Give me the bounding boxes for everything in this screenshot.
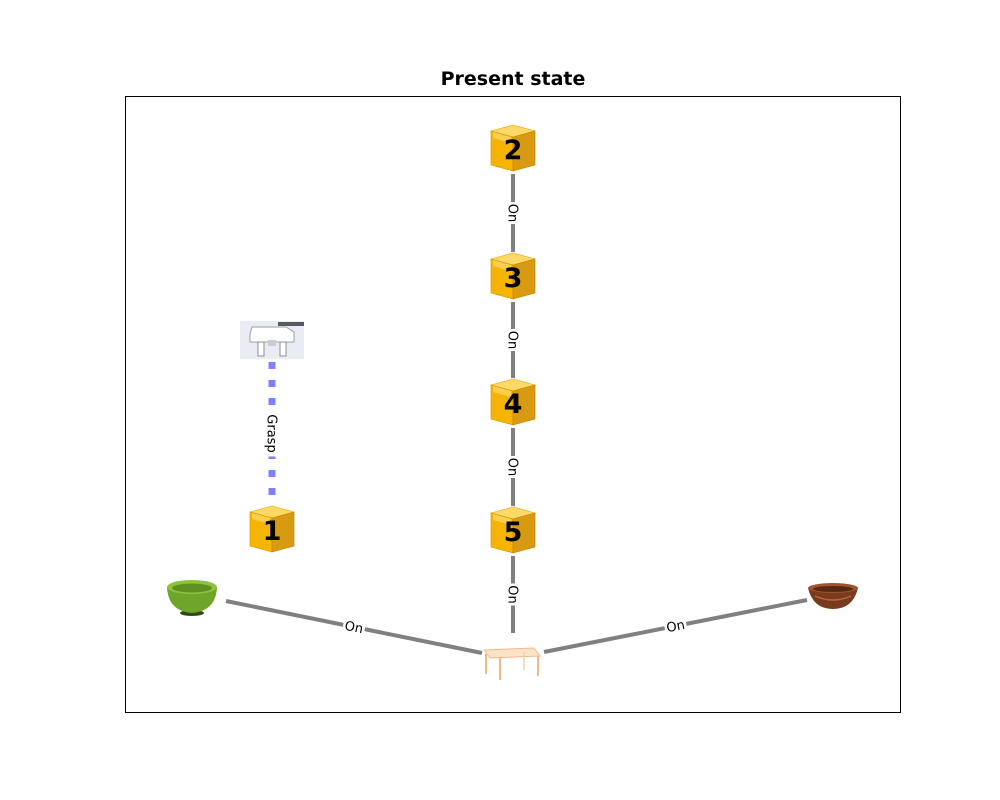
edge-label: On [343, 619, 364, 637]
plot-frame [125, 96, 901, 713]
cube-icon: 1 [248, 505, 296, 553]
edge-label: On [665, 618, 686, 636]
edge-label-bg [341, 616, 367, 638]
edge-label-group: On [663, 616, 688, 636]
diagram-title: Present state [440, 68, 586, 90]
gripper-icon [240, 321, 304, 359]
edge-cube-4-cube-5: On [505, 428, 521, 506]
wooden-bowl-node [808, 583, 858, 609]
edge-label: On [505, 204, 520, 222]
edge-label-bg [505, 456, 521, 478]
cube-label: 3 [504, 263, 523, 294]
edge-label-bg [505, 583, 521, 606]
edge-cube-2-cube-3: On [505, 174, 521, 252]
edge-label: On [505, 458, 520, 476]
cube-label: 1 [263, 516, 282, 547]
cube-label: 2 [504, 135, 523, 166]
edge-label-group: On [505, 583, 521, 606]
edge-label-bg [505, 202, 521, 224]
edge-label-group: Grasp [264, 410, 280, 457]
green-bowl-icon [167, 580, 217, 616]
gripper-node [240, 321, 304, 359]
edge-wooden-bowl-table: On [543, 598, 808, 654]
edge-label: On [505, 331, 520, 349]
edge-label: On [505, 585, 520, 603]
edge-green-bowl-table: On [225, 599, 483, 655]
edge-label-bg [663, 616, 688, 636]
green-bowl-node [167, 580, 217, 616]
edge-cube-5-table: On [505, 556, 521, 633]
cube-label: 4 [504, 389, 523, 420]
cube-1-node: 1 [248, 505, 296, 553]
edge-label-group: On [505, 329, 521, 351]
cube-4-node: 4 [489, 378, 537, 426]
cube-icon: 2 [489, 124, 537, 172]
wooden-bowl-icon [808, 583, 858, 609]
edge-gripper-cube-1: Grasp [264, 362, 280, 505]
table-icon [483, 647, 541, 680]
cube-icon: 3 [489, 252, 537, 300]
edge-label-bg [264, 410, 280, 457]
cube-5-node: 5 [489, 506, 537, 554]
cube-2-node: 2 [489, 124, 537, 172]
edge-label: Grasp [264, 414, 279, 452]
edge-label-group: On [505, 202, 521, 224]
cube-3-node: 3 [489, 252, 537, 300]
cube-icon: 5 [489, 506, 537, 554]
cube-label: 5 [504, 517, 523, 548]
edge-label-bg [505, 329, 521, 351]
cube-icon: 4 [489, 378, 537, 426]
edge-label-group: On [341, 616, 367, 638]
table-node [483, 647, 541, 680]
edge-cube-3-cube-4: On [505, 302, 521, 378]
edge-label-group: On [505, 456, 521, 478]
